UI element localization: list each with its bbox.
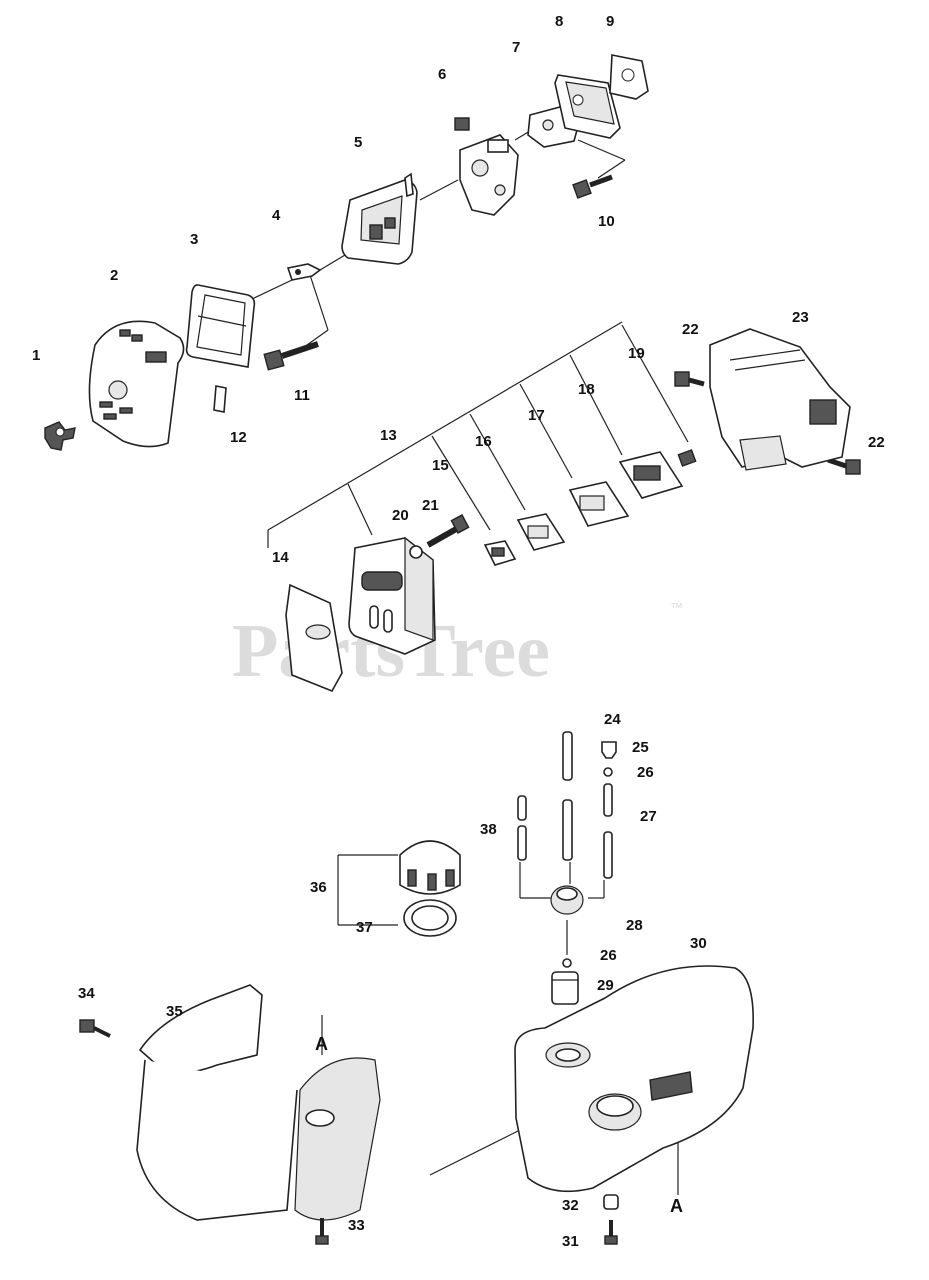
callout-16: 16 bbox=[475, 433, 492, 450]
part-16-gasket bbox=[516, 513, 566, 551]
callout-35: 35 bbox=[166, 1003, 183, 1020]
part-34-screw bbox=[79, 1019, 111, 1038]
part-8-insulator bbox=[554, 74, 621, 139]
callout-22-upper: 22 bbox=[682, 321, 699, 338]
callout-28: 28 bbox=[626, 917, 643, 934]
part-22-bolt-upper bbox=[674, 371, 705, 387]
callout-24: 24 bbox=[604, 711, 621, 728]
part-26-clamp-lower bbox=[562, 958, 572, 968]
part-18-gasket bbox=[618, 451, 684, 499]
callout-9: 9 bbox=[606, 13, 614, 30]
part-33-screw bbox=[315, 1218, 329, 1245]
part-25-fitting bbox=[601, 741, 617, 759]
part-6-carburetor bbox=[454, 117, 519, 216]
callout-4: 4 bbox=[272, 207, 281, 224]
callout-36: 36 bbox=[310, 879, 327, 896]
part-21-bolt bbox=[426, 514, 470, 548]
callout-19: 19 bbox=[628, 345, 645, 362]
callout-37: 37 bbox=[356, 919, 373, 936]
part-29-fuel-filter bbox=[551, 971, 579, 1005]
part-14-shield bbox=[285, 583, 343, 693]
callout-20: 20 bbox=[392, 507, 409, 524]
part-36-fuel-cap bbox=[399, 840, 461, 895]
callout-23: 23 bbox=[792, 309, 809, 326]
callout-12: 12 bbox=[230, 429, 247, 446]
part-35-tank-guard bbox=[136, 984, 381, 1221]
callout-18: 18 bbox=[578, 381, 595, 398]
callout-3: 3 bbox=[190, 231, 198, 248]
callout-34: 34 bbox=[78, 985, 95, 1002]
callout-2: 2 bbox=[110, 267, 118, 284]
part-28-grommet bbox=[550, 885, 584, 915]
callout-27: 27 bbox=[640, 808, 657, 825]
callout-25: 25 bbox=[632, 739, 649, 756]
part-15-gasket bbox=[483, 540, 517, 566]
callout-A-tank: A bbox=[670, 1196, 683, 1216]
callout-29: 29 bbox=[597, 977, 614, 994]
part-31-screw bbox=[604, 1220, 618, 1245]
callout-13: 13 bbox=[380, 427, 397, 444]
callout-21: 21 bbox=[422, 497, 439, 514]
callout-15: 15 bbox=[432, 457, 449, 474]
callout-5: 5 bbox=[354, 134, 362, 151]
callout-33: 33 bbox=[348, 1217, 365, 1234]
part-11-bolt bbox=[263, 341, 319, 371]
callout-32: 32 bbox=[562, 1197, 579, 1214]
part-1-wing-knob bbox=[44, 421, 76, 451]
part-32-grommet bbox=[603, 1194, 619, 1210]
callout-7: 7 bbox=[512, 39, 520, 56]
part-22-bolt-lower bbox=[827, 457, 861, 475]
part-2-air-cleaner-cover bbox=[88, 320, 185, 448]
part-4-bracket bbox=[286, 263, 322, 281]
callout-11: 11 bbox=[294, 387, 310, 404]
callout-A-guard: A bbox=[315, 1034, 328, 1054]
part-37-gasket bbox=[403, 899, 457, 937]
callout-38: 38 bbox=[480, 821, 497, 838]
part-19-bolt bbox=[677, 449, 697, 467]
part-38-fuel-line bbox=[517, 795, 527, 861]
callout-26-upper: 26 bbox=[637, 764, 654, 781]
callout-22-lower: 22 bbox=[868, 434, 885, 451]
callout-26-lower: 26 bbox=[600, 947, 617, 964]
callout-17: 17 bbox=[528, 407, 545, 424]
callout-30: 30 bbox=[690, 935, 707, 952]
callout-8: 8 bbox=[555, 13, 563, 30]
callout-1: 1 bbox=[32, 347, 40, 364]
part-9-gasket bbox=[609, 54, 649, 100]
part-3-air-filter bbox=[185, 284, 256, 368]
part-23-engine-cover bbox=[709, 328, 851, 471]
part-26-clamp-upper bbox=[603, 767, 613, 777]
callout-14: 14 bbox=[272, 549, 289, 566]
part-12-label-plate bbox=[213, 385, 227, 413]
callout-31: 31 bbox=[562, 1233, 579, 1250]
part-20-washer bbox=[409, 545, 423, 559]
part-10-bolt bbox=[572, 174, 613, 199]
callout-10: 10 bbox=[598, 213, 615, 230]
callout-6: 6 bbox=[438, 66, 446, 83]
part-24-fuel-line bbox=[562, 731, 573, 861]
part-17-gasket bbox=[568, 481, 630, 527]
part-13-muffler bbox=[348, 536, 436, 655]
part-30-fuel-tank bbox=[514, 965, 754, 1193]
callout-labels: 1 2 3 4 5 6 7 8 9 10 11 12 13 14 15 16 1… bbox=[32, 13, 885, 1250]
watermark-trademark: ™ bbox=[670, 600, 683, 615]
part-27-fuel-line bbox=[603, 783, 613, 879]
part-5-air-cleaner-base bbox=[341, 172, 418, 265]
